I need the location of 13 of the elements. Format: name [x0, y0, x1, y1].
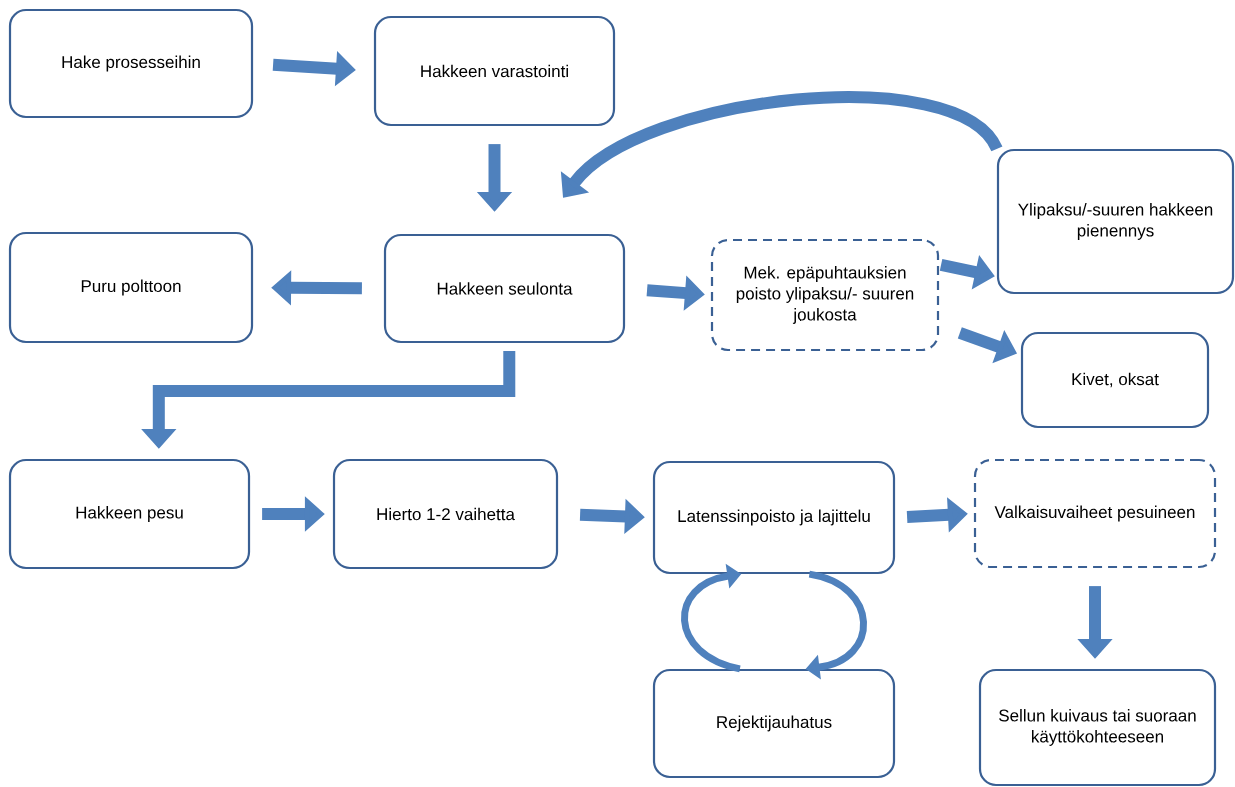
process-box: Hierto 1-2 vaihetta	[332, 458, 559, 570]
process-box: Puru polttoon	[8, 231, 254, 344]
process-box: Sellun kuivaus tai suoraan käyttökohteeseen	[978, 668, 1217, 787]
process-box: Hakkeen seulonta	[383, 233, 626, 344]
process-box: Kivet, oksat	[1020, 331, 1210, 429]
process-box: Rejektijauhatus	[652, 668, 896, 779]
process-box: Latenssinpoisto ja lajittelu	[652, 460, 896, 575]
process-box: Hakkeen varastointi	[373, 15, 616, 127]
process-box: Hake prosesseihin	[8, 8, 254, 119]
process-box: Valkaisuvaiheet pesuineen	[973, 458, 1217, 569]
process-box: Ylipaksu/-suuren hakkeen pienennys	[996, 148, 1235, 295]
process-box: Hakkeen pesu	[8, 458, 251, 570]
process-box: Mek. epäpuhtauksien poisto ylipaksu/- suuren joukosta	[710, 238, 940, 352]
